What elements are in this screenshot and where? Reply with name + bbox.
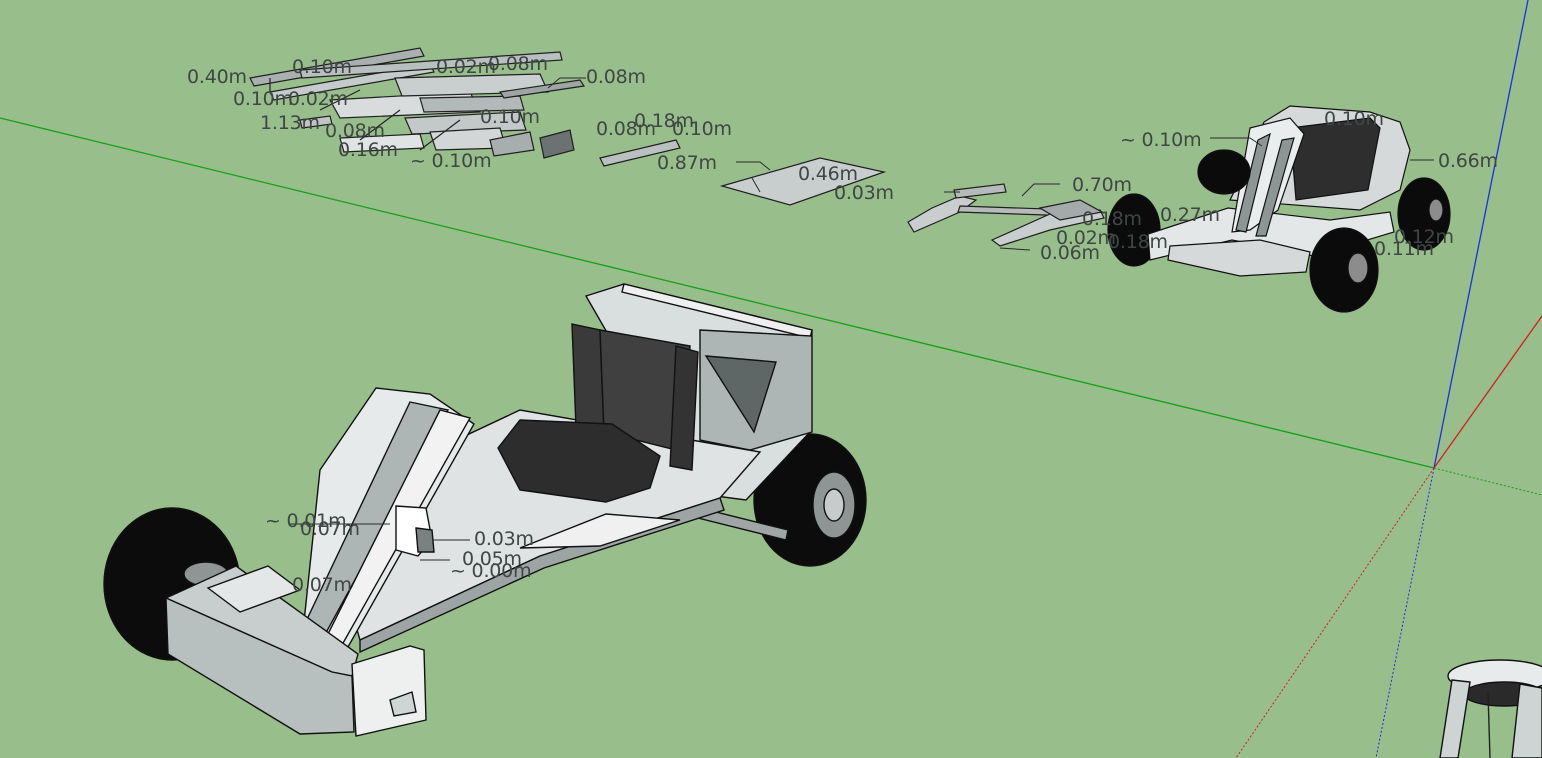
- large-kart-model[interactable]: [103, 283, 867, 737]
- dimension-label[interactable]: 0.66m: [1438, 150, 1498, 172]
- red-axis-hidden-line: [1235, 467, 1435, 758]
- dimension-label[interactable]: 0.02m: [1056, 227, 1116, 249]
- dimension-label[interactable]: 0.02m: [288, 88, 348, 110]
- dimension-label[interactable]: 0.08m: [586, 66, 646, 88]
- exploded-parts-cluster[interactable]: [249, 47, 681, 167]
- plate-part[interactable]: [719, 157, 887, 206]
- dimension-label[interactable]: ~ 0.00m: [450, 560, 532, 582]
- blue-axis-line: [1433, 0, 1529, 469]
- dimension-label[interactable]: 0.10m: [292, 56, 352, 78]
- dimension-label[interactable]: 0.16m: [338, 139, 398, 161]
- dimension-label[interactable]: 0.10m: [1324, 108, 1384, 130]
- dimension-label[interactable]: 0.40m: [187, 66, 247, 88]
- dimension-label[interactable]: 0.02m: [436, 56, 496, 78]
- dimension-label[interactable]: 0.07m: [300, 518, 360, 540]
- dimension-label[interactable]: 0.70m: [1072, 174, 1132, 196]
- dimension-label[interactable]: 0.10m: [233, 88, 293, 110]
- dimension-label[interactable]: 0.46m: [798, 163, 858, 185]
- small-kart-model[interactable]: [1107, 105, 1451, 313]
- green-axis-line: [0, 117, 1435, 469]
- dimension-label[interactable]: 0.06m: [1040, 242, 1100, 264]
- dimension-label[interactable]: 0.87m: [657, 152, 717, 174]
- dimension-label[interactable]: 0.12m: [1394, 226, 1454, 248]
- dimension-label[interactable]: 0.10m: [480, 106, 540, 128]
- dimension-leader-lines: [290, 77, 1434, 561]
- blue-axis-hidden-line: [1375, 467, 1435, 758]
- dimension-label[interactable]: ~ 0.10m: [410, 150, 492, 172]
- dimension-label[interactable]: 0.03m: [474, 528, 534, 550]
- dimension-label[interactable]: ~ 0.01m: [265, 510, 347, 532]
- dimension-label[interactable]: 0.18m: [1108, 231, 1168, 253]
- red-axis-line: [1433, 315, 1542, 469]
- dimension-label[interactable]: ~ 0.10m: [1120, 129, 1202, 151]
- dimension-label[interactable]: 0.18m: [1082, 208, 1142, 230]
- dimension-label[interactable]: 0.05m: [462, 548, 522, 570]
- dimension-label[interactable]: 0.08m: [488, 53, 548, 75]
- dimension-label[interactable]: 0.18m: [634, 110, 694, 132]
- partial-model-bottom-right[interactable]: [1439, 659, 1542, 758]
- green-axis-hidden-line: [1433, 467, 1542, 496]
- dimension-label[interactable]: 0.08m: [596, 118, 656, 140]
- dimension-label[interactable]: 0.27m: [1160, 204, 1220, 226]
- floor-plate-parts[interactable]: [907, 183, 1105, 247]
- dimension-label[interactable]: 0.10m: [672, 118, 732, 140]
- dimension-label[interactable]: 0.03m: [834, 182, 894, 204]
- dimension-label[interactable]: 0.08m: [325, 120, 385, 142]
- dimension-label[interactable]: 0.07m: [292, 574, 352, 596]
- dimension-label[interactable]: 1.13m: [260, 112, 320, 134]
- dimension-label[interactable]: 0.11m: [1374, 238, 1434, 260]
